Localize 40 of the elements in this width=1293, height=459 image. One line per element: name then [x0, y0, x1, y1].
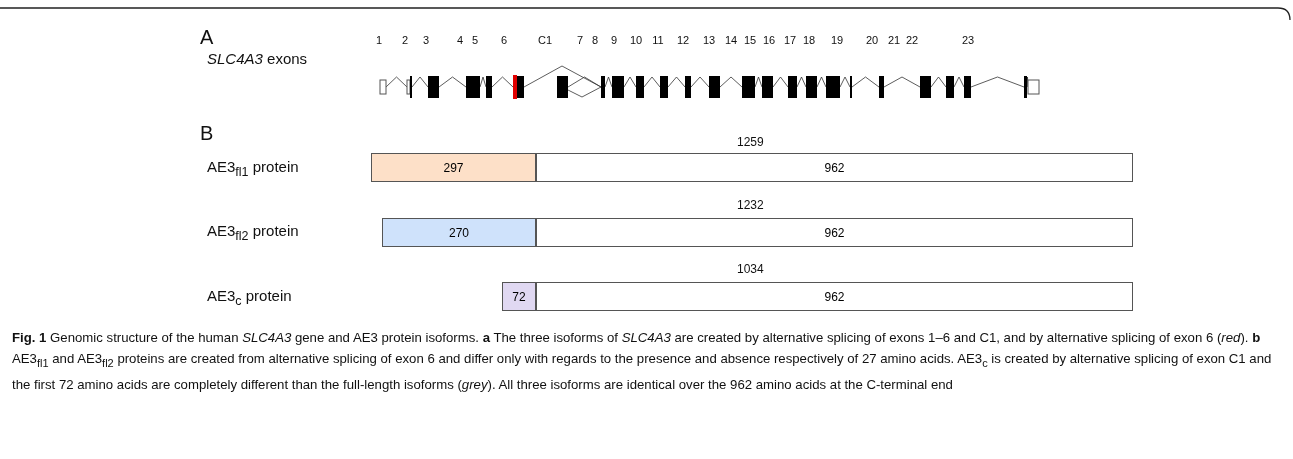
exon-number: 10 — [629, 34, 643, 46]
exon-number: 23 — [961, 34, 975, 46]
exon-number: C1 — [537, 34, 553, 46]
exon-number: 14 — [724, 34, 738, 46]
exon-number: 2 — [401, 34, 409, 46]
exon-number: 13 — [702, 34, 716, 46]
row-label: AE3$_{c}$ protein — [207, 287, 292, 308]
exon-number: 18 — [802, 34, 816, 46]
exon-number: 7 — [576, 34, 584, 46]
exon-number: 22 — [905, 34, 919, 46]
protein-segment: 297 — [371, 153, 536, 182]
exon-number: 4 — [456, 34, 464, 46]
exon-number: 12 — [676, 34, 690, 46]
protein-length: 1034 — [737, 262, 764, 276]
protein-segment: 962 — [536, 282, 1133, 311]
exon-number: 11 — [652, 34, 664, 46]
figure-caption: Fig. 1 Genomic structure of the human SLC4A3 gene and AE3 protein isoforms. a The three isoforms of SLC4A3 are created by alternative splicing of exons 1–6 and C1, and by alternative splicing of exon 6 (red). b AE3$_{fl1}$ and AE3$_{fl2}$ proteins are created from alternative splicing of exon 6 and differ only with regards to the presence and absence respectively of 27 amino acids. AE3$_{c}$ is created by alternative splicing of exon C1 and the first 72 amino acids are completely different than the full-length isoforms (grey). All three isoforms are identical over the 962 amino acids at the C-terminal end — [12, 329, 1273, 394]
protein-segment: 962 — [536, 218, 1133, 247]
exon-number: 3 — [422, 34, 430, 46]
exon-number: 9 — [610, 34, 618, 46]
exon-number: 16 — [762, 34, 776, 46]
exon-number: 8 — [591, 34, 599, 46]
protein-segment: 270 — [382, 218, 536, 247]
exon-number: 1 — [375, 34, 383, 46]
exon-number: 6 — [500, 34, 508, 46]
panel-letter: A — [200, 26, 214, 49]
protein-length: 1259 — [737, 135, 764, 149]
row-label: AE3$_{fl1}$ protein — [207, 158, 299, 179]
panel-letter: B — [200, 122, 214, 145]
exon-number: 19 — [830, 34, 844, 46]
exon-number: 5 — [471, 34, 479, 46]
exon-number: 15 — [743, 34, 757, 46]
row-label: AE3$_{fl2}$ protein — [207, 222, 299, 243]
protein-segment: 962 — [536, 153, 1133, 182]
exon-number: 20 — [865, 34, 879, 46]
protein-segment: 72 — [502, 282, 536, 311]
exon-number: 21 — [887, 34, 901, 46]
exon-number: 17 — [783, 34, 797, 46]
protein-length: 1232 — [737, 198, 764, 212]
gene-label: SLC4A3 exons — [207, 50, 308, 67]
